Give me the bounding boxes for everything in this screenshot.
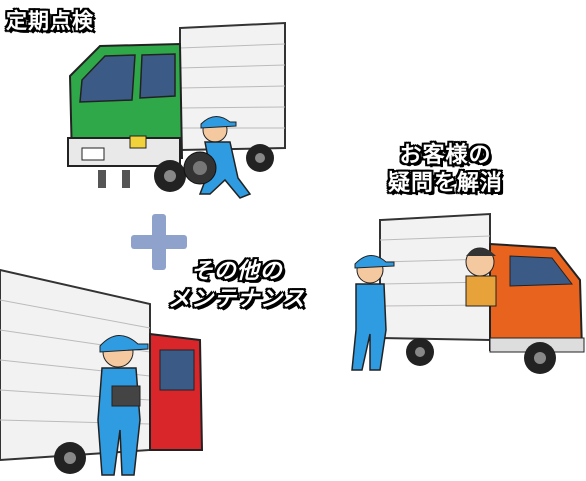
- inspection-label: 定期点検: [6, 9, 94, 33]
- other-maintenance-line1: その他の: [190, 259, 283, 284]
- questions-label-line2: 疑問を解消: [388, 170, 504, 196]
- plus-icon: [131, 214, 187, 270]
- other-maintenance-label: その他の メンテナンス: [168, 258, 306, 313]
- other-maintenance-line2: メンテナンス: [168, 286, 306, 312]
- inspection-truck-illustration: [67, 21, 286, 199]
- maintenance-truck-illustration: [0, 268, 204, 476]
- questions-label-line1: お客様の: [399, 143, 492, 168]
- questions-label: お客様の 疑問を解消: [388, 142, 503, 197]
- customer-truck-illustration: [351, 212, 585, 374]
